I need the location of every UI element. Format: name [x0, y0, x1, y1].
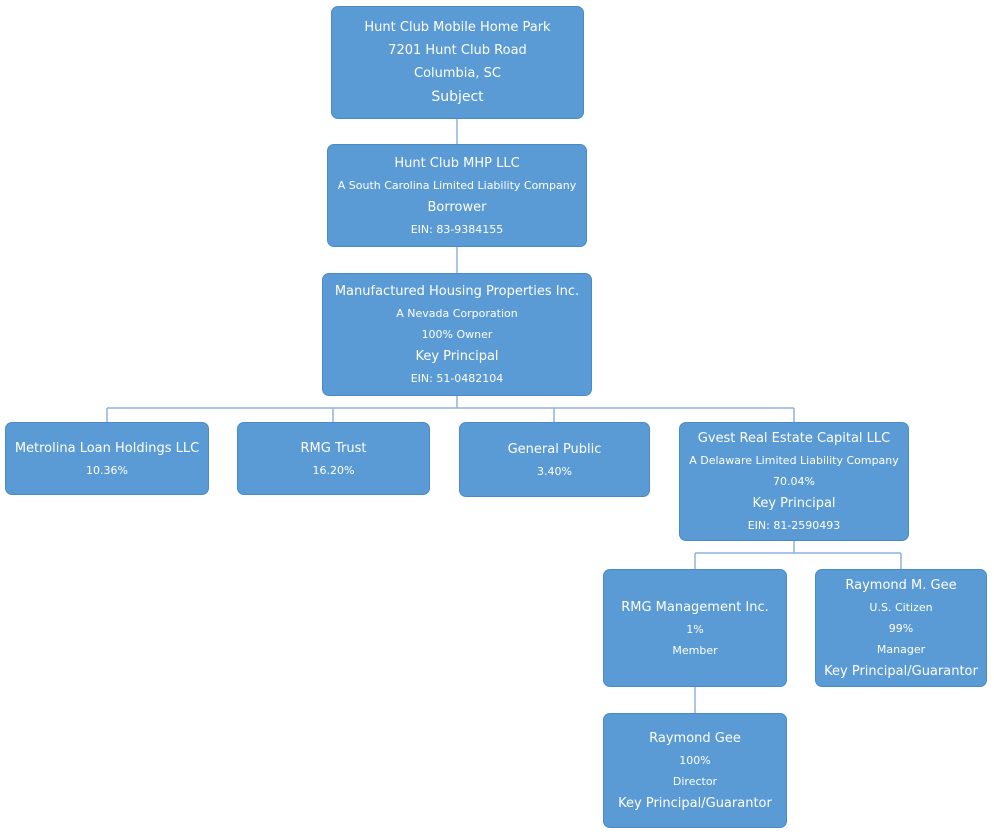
- metrolina-pct: 10.36%: [86, 463, 128, 477]
- owner-role: Key Principal: [415, 349, 499, 364]
- raymond-gee-title: Director: [672, 774, 718, 788]
- borrower-role: Borrower: [427, 199, 487, 215]
- node-gvest: Gvest Real Estate Capital LLC A Delaware…: [679, 422, 909, 541]
- node-borrower: Hunt Club MHP LLC A South Carolina Limit…: [327, 144, 587, 247]
- owner-ein: EIN: 51-0482104: [410, 372, 504, 385]
- borrower-name: Hunt Club MHP LLC: [394, 155, 520, 171]
- gvest-pct: 70.04%: [773, 475, 815, 488]
- borrower-ein: EIN: 83-9384155: [410, 222, 504, 236]
- raymond-m-gee-role: Key Principal/Guarantor: [824, 663, 978, 679]
- borrower-entity: A South Carolina Limited Liability Compa…: [337, 178, 577, 192]
- node-general-public: General Public 3.40%: [459, 422, 650, 497]
- owner-entity: A Nevada Corporation: [396, 307, 518, 320]
- node-subject: Hunt Club Mobile Home Park 7201 Hunt Clu…: [331, 6, 584, 119]
- raymond-gee-pct: 100%: [679, 753, 711, 767]
- node-raymond-gee: Raymond Gee 100% Director Key Principal/…: [603, 713, 787, 828]
- node-raymond-m-gee: Raymond M. Gee U.S. Citizen 99% Manager …: [815, 569, 987, 687]
- subject-address: 7201 Hunt Club Road: [388, 43, 527, 58]
- subject-name: Hunt Club Mobile Home Park: [364, 20, 551, 35]
- node-metrolina: Metrolina Loan Holdings LLC 10.36%: [5, 422, 209, 495]
- rmg-mgmt-role: Member: [672, 643, 718, 657]
- raymond-m-gee-name: Raymond M. Gee: [845, 577, 957, 593]
- rmg-trust-pct: 16.20%: [312, 463, 355, 477]
- general-public-name: General Public: [507, 441, 602, 457]
- gvest-role: Key Principal: [752, 496, 836, 511]
- node-rmg-trust: RMG Trust 16.20%: [237, 422, 430, 495]
- raymond-m-gee-pct: 99%: [888, 621, 914, 635]
- general-public-pct: 3.40%: [537, 464, 572, 478]
- metrolina-name: Metrolina Loan Holdings LLC: [14, 440, 200, 456]
- rmg-trust-name: RMG Trust: [300, 440, 367, 456]
- rmg-mgmt-pct: 1%: [686, 622, 704, 636]
- owner-name: Manufactured Housing Properties Inc.: [334, 284, 580, 299]
- subject-city: Columbia, SC: [414, 66, 501, 81]
- raymond-gee-role: Key Principal/Guarantor: [618, 795, 772, 811]
- raymond-m-gee-title: Manager: [876, 642, 926, 656]
- gvest-name: Gvest Real Estate Capital LLC: [697, 431, 891, 446]
- node-owner: Manufactured Housing Properties Inc. A N…: [322, 273, 592, 396]
- raymond-gee-name: Raymond Gee: [649, 730, 741, 746]
- subject-role: Subject: [431, 89, 484, 105]
- owner-ownership: 100% Owner: [421, 328, 493, 341]
- gvest-ein: EIN: 81-2590493: [747, 519, 841, 532]
- gvest-entity: A Delaware Limited Liability Company: [689, 454, 899, 467]
- raymond-m-gee-citizenship: U.S. Citizen: [869, 600, 933, 614]
- rmg-mgmt-name: RMG Management Inc.: [621, 599, 769, 615]
- node-rmg-management: RMG Management Inc. 1% Member: [603, 569, 787, 687]
